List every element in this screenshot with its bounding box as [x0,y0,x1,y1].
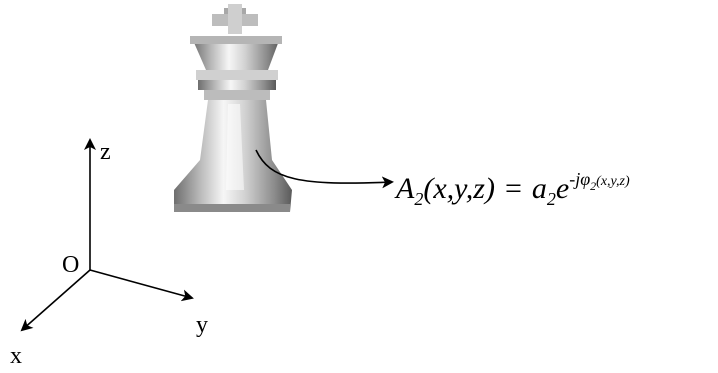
formula-exp-base: e [556,172,569,205]
origin-label: O [62,252,79,278]
formula-lhs-subscript: 2 [414,189,423,209]
amplitude-formula: A2(x,y,z)=a2e-jφ2(x,y,z) [394,169,630,209]
formula-exp-prefix: -jφ [569,169,590,189]
y-axis [89,269,194,302]
formula-lhs-args: (x,y,z) [423,172,495,205]
pointer-arrow [255,149,394,189]
formula-exp-subscript: 2 [590,179,596,193]
z-axis-label: z [100,139,111,165]
formula-exp-args: (x,y,z) [596,174,630,189]
formula-rhs-subscript: 2 [547,189,556,209]
formula-lhs-symbol: A [394,172,415,205]
formula-equals: = [505,172,522,205]
y-axis-label: y [196,312,208,338]
x-axis [20,269,91,332]
chess-king-icon [174,4,292,212]
formula-rhs-symbol: a [532,172,547,205]
coordinate-axes [20,138,194,332]
x-axis-label: x [10,343,22,369]
